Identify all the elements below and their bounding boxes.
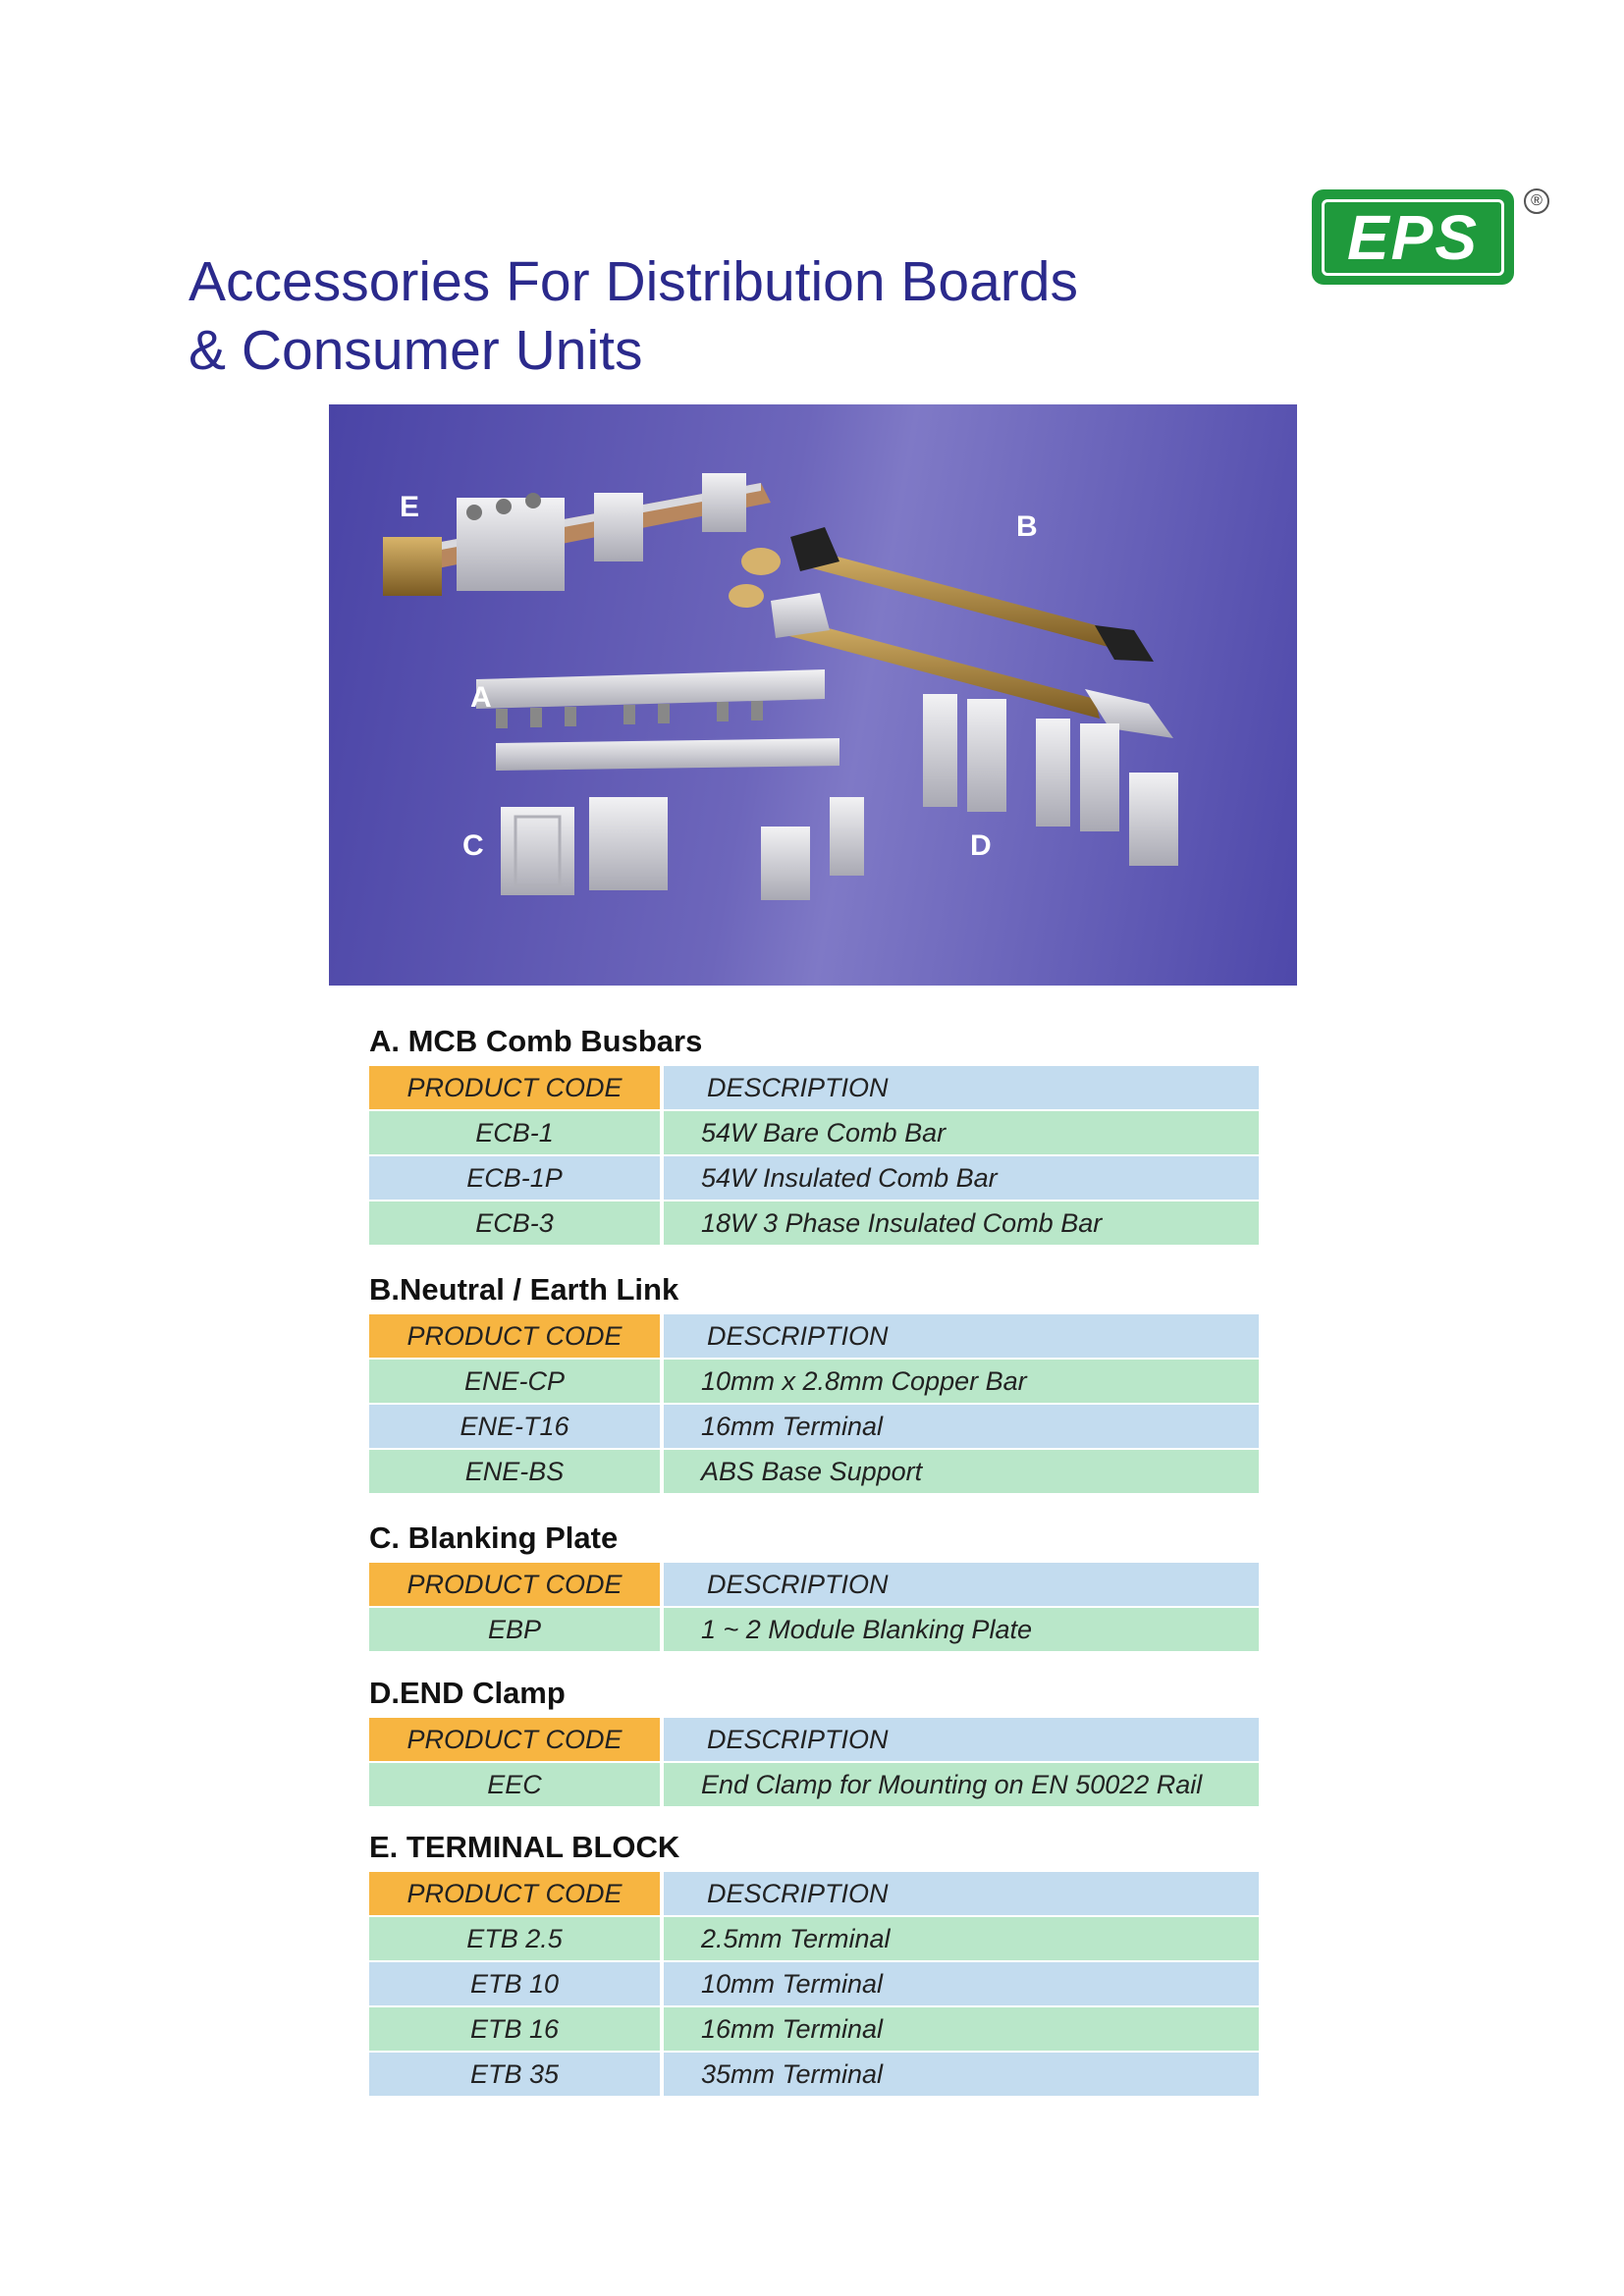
section-title: B.Neutral / Earth Link: [369, 1272, 679, 1307]
product-code: ETB 35: [369, 2053, 664, 2096]
section-title: D.END Clamp: [369, 1676, 566, 1710]
product-code: ETB 10: [369, 1962, 664, 2005]
table-row: ETB 35 35mm Terminal: [369, 2053, 1259, 2096]
product-description: 35mm Terminal: [664, 2053, 1259, 2096]
product-description: 18W 3 Phase Insulated Comb Bar: [664, 1201, 1259, 1245]
table-row: ECB-1 54W Bare Comb Bar: [369, 1111, 1259, 1154]
blanking-plates: [501, 797, 668, 895]
photo-label-d: D: [970, 829, 992, 862]
product-table: PRODUCT CODE DESCRIPTION EEC End Clamp f…: [369, 1716, 1259, 1808]
product-description: 16mm Terminal: [664, 2007, 1259, 2051]
product-code: ENE-CP: [369, 1360, 664, 1403]
table-row: ETB 2.5 2.5mm Terminal: [369, 1917, 1259, 1960]
section-end-clamp: D.END Clamp PRODUCT CODE DESCRIPTION EEC…: [369, 1673, 1259, 1808]
table-row: ETB 16 16mm Terminal: [369, 2007, 1259, 2051]
product-code: ECB-3: [369, 1201, 664, 1245]
table-row: ECB-3 18W 3 Phase Insulated Comb Bar: [369, 1201, 1259, 1245]
section-terminal-block: E. TERMINAL BLOCK PRODUCT CODE DESCRIPTI…: [369, 1827, 1259, 2098]
product-description: ABS Base Support: [664, 1450, 1259, 1493]
table-header-row: PRODUCT CODE DESCRIPTION: [369, 1563, 1259, 1606]
product-illustration: [383, 473, 1178, 900]
header-description: DESCRIPTION: [664, 1066, 1259, 1109]
neutral-earth-link-bars: [771, 527, 1173, 738]
section-title: E. TERMINAL BLOCK: [369, 1830, 680, 1864]
section-title: C. Blanking Plate: [369, 1521, 619, 1555]
product-code: ETB 16: [369, 2007, 664, 2051]
product-table: PRODUCT CODE DESCRIPTION ECB-1 54W Bare …: [369, 1064, 1259, 1247]
small-clamps: [729, 548, 781, 608]
product-table: PRODUCT CODE DESCRIPTION ENE-CP 10mm x 2…: [369, 1312, 1259, 1495]
photo-label-e: E: [400, 491, 420, 523]
end-clamps: [761, 694, 1178, 900]
table-row: EBP 1 ~ 2 Module Blanking Plate: [369, 1608, 1259, 1651]
product-description: 54W Bare Comb Bar: [664, 1111, 1259, 1154]
product-description: 16mm Terminal: [664, 1405, 1259, 1448]
eps-logo-text: EPS: [1346, 201, 1480, 273]
header-product-code: PRODUCT CODE: [369, 1718, 664, 1761]
product-code: ECB-1: [369, 1111, 664, 1154]
product-table: PRODUCT CODE DESCRIPTION ETB 2.5 2.5mm T…: [369, 1870, 1259, 2098]
header-description: DESCRIPTION: [664, 1872, 1259, 1915]
eps-logo-frame: EPS: [1322, 198, 1504, 276]
section-neutral-earth-link: B.Neutral / Earth Link PRODUCT CODE DESC…: [369, 1269, 1259, 1495]
product-description: 54W Insulated Comb Bar: [664, 1156, 1259, 1200]
table-row: ENE-CP 10mm x 2.8mm Copper Bar: [369, 1360, 1259, 1403]
table-row: ENE-T16 16mm Terminal: [369, 1405, 1259, 1448]
section-mcb-comb-busbars: A. MCB Comb Busbars PRODUCT CODE DESCRIP…: [369, 1021, 1259, 1247]
photo-label-a: A: [470, 681, 492, 714]
table-header-row: PRODUCT CODE DESCRIPTION: [369, 1872, 1259, 1915]
table-header-row: PRODUCT CODE DESCRIPTION: [369, 1314, 1259, 1358]
header-product-code: PRODUCT CODE: [369, 1563, 664, 1606]
section-blanking-plate: C. Blanking Plate PRODUCT CODE DESCRIPTI…: [369, 1518, 1259, 1653]
table-row: ENE-BS ABS Base Support: [369, 1450, 1259, 1493]
table-row: ETB 10 10mm Terminal: [369, 1962, 1259, 2005]
header-product-code: PRODUCT CODE: [369, 1066, 664, 1109]
product-photo: E B A C D: [329, 404, 1297, 986]
product-code: ENE-T16: [369, 1405, 664, 1448]
product-table: PRODUCT CODE DESCRIPTION EBP 1 ~ 2 Modul…: [369, 1561, 1259, 1653]
product-description: 1 ~ 2 Module Blanking Plate: [664, 1608, 1259, 1651]
header-description: DESCRIPTION: [664, 1718, 1259, 1761]
table-header-row: PRODUCT CODE DESCRIPTION: [369, 1718, 1259, 1761]
page-title: Accessories For Distribution Boards & Co…: [189, 247, 1170, 385]
product-description: 10mm x 2.8mm Copper Bar: [664, 1360, 1259, 1403]
header-product-code: PRODUCT CODE: [369, 1872, 664, 1915]
product-description: 2.5mm Terminal: [664, 1917, 1259, 1960]
product-code: ENE-BS: [369, 1450, 664, 1493]
product-code: EBP: [369, 1608, 664, 1651]
product-description: 10mm Terminal: [664, 1962, 1259, 2005]
header-description: DESCRIPTION: [664, 1314, 1259, 1358]
section-title: A. MCB Comb Busbars: [369, 1024, 703, 1058]
product-code: ETB 2.5: [369, 1917, 664, 1960]
page-title-line-1: Accessories For Distribution Boards: [189, 250, 1078, 313]
table-row: EEC End Clamp for Mounting on EN 50022 R…: [369, 1763, 1259, 1806]
product-code: EEC: [369, 1763, 664, 1806]
header-description: DESCRIPTION: [664, 1563, 1259, 1606]
page-title-line-2: & Consumer Units: [189, 319, 643, 382]
registered-mark: ®: [1524, 188, 1549, 214]
table-header-row: PRODUCT CODE DESCRIPTION: [369, 1066, 1259, 1109]
product-code: ECB-1P: [369, 1156, 664, 1200]
comb-busbars: [476, 669, 839, 771]
photo-label-c: C: [462, 829, 484, 862]
product-description: End Clamp for Mounting on EN 50022 Rail: [664, 1763, 1259, 1806]
terminal-block-assembly: [383, 473, 771, 596]
table-row: ECB-1P 54W Insulated Comb Bar: [369, 1156, 1259, 1200]
header-product-code: PRODUCT CODE: [369, 1314, 664, 1358]
eps-logo: EPS: [1312, 189, 1514, 285]
photo-label-b: B: [1016, 510, 1038, 543]
